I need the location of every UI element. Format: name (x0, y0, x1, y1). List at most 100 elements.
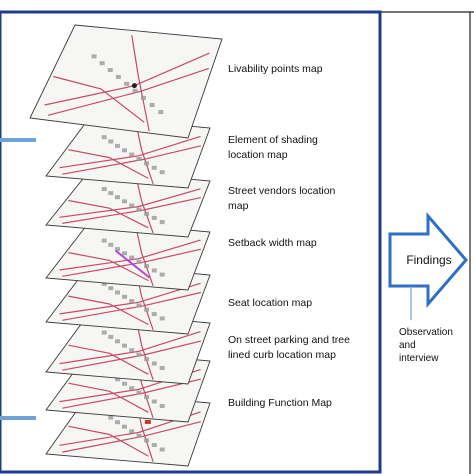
building-block (115, 339, 120, 344)
building-block (115, 420, 120, 425)
livability-point (131, 83, 137, 89)
building-block (144, 395, 150, 400)
street-line (68, 344, 149, 375)
building-block (108, 242, 114, 247)
building-block (101, 135, 107, 140)
building-block (115, 74, 121, 79)
layer-label-line: Street vendors location (228, 185, 336, 197)
street-line (62, 340, 202, 371)
building-block (136, 259, 142, 264)
layer-label-line: Element of shading (228, 134, 318, 146)
building-block (144, 211, 150, 216)
building-block (159, 316, 165, 321)
building-block (115, 143, 120, 148)
findings-note: Observation and interview (399, 326, 453, 365)
building-block (144, 307, 150, 312)
building-block (101, 281, 107, 286)
building-block (144, 264, 150, 269)
building-block (108, 415, 114, 420)
building-block (115, 290, 120, 295)
street-line (59, 188, 201, 218)
building-block (132, 88, 138, 93)
street-line (59, 331, 201, 365)
building-block (144, 438, 150, 443)
street-line (59, 239, 201, 271)
building-block (129, 152, 135, 157)
layer-label-parking: On street parking and tree lined curb lo… (228, 333, 350, 363)
building-block (151, 361, 157, 366)
street-line (68, 149, 149, 179)
building-block (129, 299, 135, 304)
street-line (53, 75, 145, 123)
building-block (115, 377, 120, 382)
building-block (91, 54, 97, 59)
building-block (159, 272, 165, 277)
building-block (122, 148, 127, 153)
street-line (62, 145, 202, 175)
map-sheet (29, 24, 223, 139)
building-block (108, 139, 114, 144)
building-block (151, 165, 157, 170)
layer-label-line: lined curb location map (228, 349, 336, 361)
building-block (136, 390, 142, 395)
building-block (151, 215, 157, 220)
street-line (62, 248, 202, 277)
building-block (136, 352, 142, 357)
building-block (136, 157, 142, 161)
layer-label-line: Building Function Map (228, 397, 332, 409)
building-block (159, 220, 165, 225)
building-block (144, 357, 150, 362)
building-block (122, 343, 127, 348)
layer-label-shading: Element of shading location map (228, 133, 318, 163)
findings-note-line: interview (399, 353, 439, 364)
street-line (68, 425, 149, 457)
building-block (151, 268, 157, 273)
building-block (129, 348, 135, 353)
building-block (141, 95, 146, 100)
building-block (129, 386, 135, 391)
setback-line (115, 249, 151, 279)
findings-label: Findings (406, 253, 451, 267)
building-block (159, 366, 165, 370)
building-block (151, 443, 157, 447)
street-line (68, 252, 149, 282)
street-line (62, 291, 202, 321)
building-block (101, 330, 107, 335)
building-block (136, 433, 142, 438)
street-line (135, 177, 154, 234)
street-line (62, 197, 202, 224)
building-block (108, 191, 114, 196)
layer-label-line: location map (228, 149, 288, 161)
building-block (101, 238, 107, 243)
building-block (129, 203, 135, 208)
stack-frame (0, 10, 382, 474)
street-line (68, 295, 149, 326)
findings-note-line: and (399, 340, 416, 351)
findings-note-line: Observation (399, 327, 453, 338)
building-block (108, 334, 114, 339)
building-block (129, 255, 135, 260)
street-line (68, 199, 149, 229)
building-block (122, 381, 127, 386)
building-block (151, 312, 157, 317)
building-block (129, 429, 135, 434)
building-block (151, 399, 157, 404)
building-block (99, 61, 105, 66)
building-block (108, 286, 114, 291)
building-block (122, 251, 127, 256)
layer-label-line: Livability points map (228, 63, 323, 75)
building-block (115, 195, 120, 200)
building-block (122, 199, 127, 204)
layer-label-setback: Setback width map (228, 236, 317, 251)
building-block (101, 187, 107, 191)
layer-label-livability: Livability points map (228, 62, 323, 77)
street-line (135, 124, 154, 184)
building-block (149, 103, 155, 107)
building-block (122, 294, 127, 299)
street-line (68, 382, 149, 413)
layer-label-building-function: Building Function Map (228, 396, 332, 411)
layer-label-line: Setback width map (228, 237, 317, 249)
map-sheet-paper (29, 24, 223, 139)
layer-label-line: On street parking and tree (228, 334, 350, 346)
